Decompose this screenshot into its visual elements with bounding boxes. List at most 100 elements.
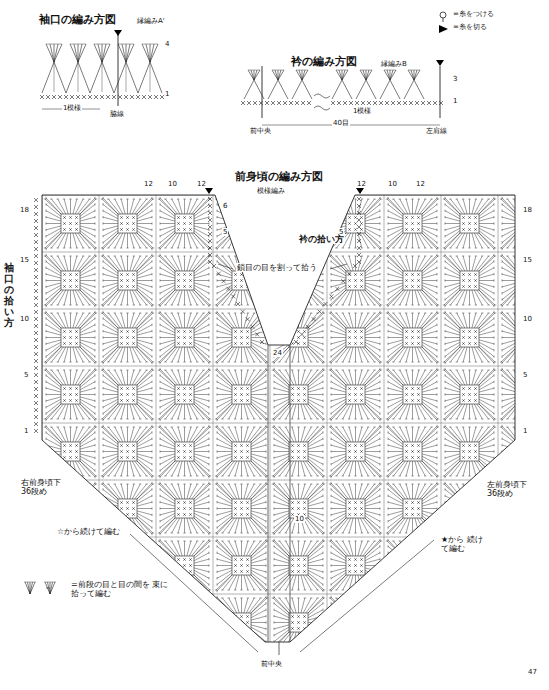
stitch-stroke [339,70,342,80]
stitch-stroke [373,101,377,105]
stitch-stroke [34,226,38,230]
stitch-stroke [40,95,44,99]
chart-label: 10 [167,180,178,188]
stitch-stroke [34,408,38,412]
stitch-stroke [260,340,264,344]
stitch-stroke [253,101,257,105]
stitch-stroke [279,642,280,655]
stitch-stroke [357,211,361,215]
chart-label: 縁編みB [380,60,408,68]
chart-label: 40目 [332,119,350,127]
stitch-stroke [142,44,150,62]
stitch-stroke [236,302,240,306]
stitch-stroke [58,95,62,99]
stitch-stroke [357,232,361,236]
stitch-stroke [74,44,78,62]
stitch-stroke [208,225,212,229]
stitch-stroke [271,101,275,105]
stitch-stroke [208,246,212,250]
chart-label: 47 [527,668,538,676]
attach-symbol [440,12,446,18]
stitch-stroke [367,101,371,105]
stitch-stroke [391,101,395,105]
stitch-stroke [76,95,80,99]
stitch-stroke [387,70,390,80]
stitch-stroke [357,197,361,201]
stitch-stroke [349,101,353,105]
stitch-stroke [142,44,158,45]
stitch-stroke [34,408,38,412]
chart-label: 12 [415,180,426,188]
stitch-stroke [361,101,365,105]
stitch-stroke [66,62,78,93]
stitch-stroke [126,62,127,92]
stitch-stroke [150,44,154,62]
stitch-stroke [302,70,305,80]
stitch-stroke [391,101,395,105]
stitch-stroke [283,101,287,105]
stitch-stroke [248,70,260,71]
stitch-stroke [357,232,361,236]
stitch-stroke [324,302,328,306]
chart-label: 鎖目の目を割って拾う [236,263,318,272]
stitch-stroke [94,95,98,99]
stitch-stroke [70,95,74,99]
stitch-stroke [414,80,424,99]
stitch-stroke [42,62,54,93]
stitch-stroke [301,101,305,105]
stitch-stroke [34,310,38,314]
stitch-stroke [231,294,235,298]
stitch-stroke [34,317,38,321]
cut-mark [205,188,213,194]
stitch-stroke [142,95,146,99]
stitch-stroke [408,70,414,80]
stitch-stroke [342,70,345,80]
stitch-stroke [34,331,38,335]
chart-label: 左肩線 [425,127,448,135]
stitch-stroke [34,198,38,202]
stitch-stroke [355,101,359,105]
stitch-stroke [300,332,304,336]
stitch-stroke [34,198,38,202]
stitch-stroke [136,95,140,99]
stitch-stroke [403,101,407,105]
stitch-stroke [34,233,38,237]
stitch-stroke [367,101,371,105]
stitch-stroke [90,62,102,93]
stitch-stroke [255,332,259,336]
stitch-stroke [231,294,235,298]
stitch-stroke [102,62,114,93]
stitch-stroke [76,95,80,99]
stitch-stroke [208,239,212,243]
stitch-stroke [46,95,50,99]
stitch-stroke [34,359,38,363]
stitch-stroke [403,101,407,105]
stitch-stroke [34,296,38,300]
stitch-stroke [78,62,79,92]
stitch-stroke [30,582,33,594]
chart-label: 12 [196,180,207,188]
stitch-stroke [208,204,212,208]
stitch-stroke [357,253,361,257]
stitch-stroke [102,44,106,62]
stitch-stroke [34,394,38,398]
stitch-stroke [385,101,389,105]
stitch-stroke [102,62,103,92]
stitch-stroke [28,582,31,594]
stitch-stroke [154,95,158,99]
stitch-stroke [146,44,150,62]
stitch-stroke [34,429,38,433]
chart-label: 18 [19,206,30,214]
stitch-stroke [360,70,372,71]
stitch-stroke [208,218,212,222]
stitch-stroke [390,70,396,80]
stitch-stroke [337,101,341,105]
stitch-stroke [142,95,146,99]
stitch-stroke [46,588,50,589]
stitch-stroke [366,80,376,99]
stitch-stroke [295,101,299,105]
stitch-stroke [414,70,420,80]
stitch-stroke [82,95,86,99]
stitch-stroke [126,44,134,62]
stitch-stroke [292,80,302,99]
